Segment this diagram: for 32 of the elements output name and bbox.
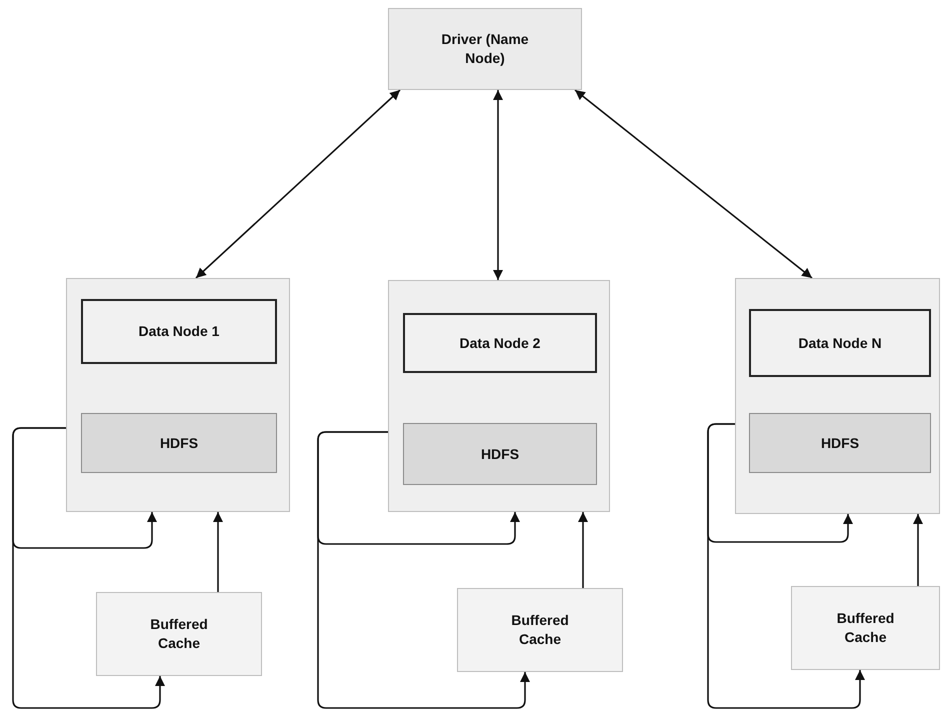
hdfs-box bbox=[403, 423, 597, 485]
cache-box bbox=[457, 588, 623, 672]
hdfs-box bbox=[749, 413, 931, 473]
node-label: Buffered Cache bbox=[510, 611, 570, 649]
cache-box bbox=[96, 592, 262, 676]
node-label: Data Node 2 bbox=[460, 334, 540, 352]
data-node-box bbox=[403, 313, 597, 373]
arrow bbox=[707, 423, 865, 709]
node-label: Driver (Name Node) bbox=[440, 30, 530, 68]
node-container bbox=[735, 278, 940, 514]
node-container bbox=[66, 278, 290, 512]
node-label: HDFS bbox=[480, 444, 520, 464]
arrow bbox=[213, 512, 223, 592]
node-label: Data Node 1 bbox=[138, 322, 220, 341]
node-label: Data Node N bbox=[798, 334, 882, 352]
node-label: Buffered Cache bbox=[149, 615, 209, 653]
node-container bbox=[388, 280, 610, 512]
data-node-box bbox=[81, 299, 277, 364]
arrow bbox=[317, 431, 530, 709]
data-node-box bbox=[749, 309, 931, 377]
arrow bbox=[913, 514, 923, 586]
arrow bbox=[12, 427, 165, 709]
node-label: HDFS bbox=[160, 434, 198, 452]
hdfs-box bbox=[81, 413, 277, 473]
arrow bbox=[574, 89, 812, 279]
node-label: HDFS bbox=[820, 434, 860, 452]
arrow bbox=[578, 512, 588, 588]
arrow bbox=[493, 90, 503, 280]
arrow bbox=[195, 89, 401, 279]
driver-box bbox=[388, 8, 582, 90]
cache-box bbox=[791, 586, 940, 670]
node-label: Buffered Cache bbox=[836, 609, 896, 647]
